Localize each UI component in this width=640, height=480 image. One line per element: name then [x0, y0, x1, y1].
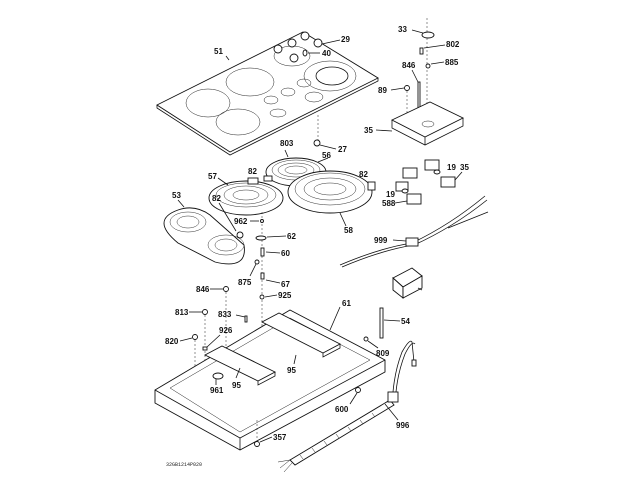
callout-82-c: 82: [359, 170, 368, 179]
callout-82-b: 82: [212, 194, 221, 203]
screw[interactable]: [425, 63, 431, 69]
callout-885: 846: [402, 61, 416, 70]
knob-insert[interactable]: [401, 188, 409, 194]
callout-19-right: 35: [460, 163, 469, 172]
shaft[interactable]: [419, 47, 424, 55]
callout-588: 999: [374, 236, 388, 245]
washer[interactable]: [421, 31, 435, 39]
callout-27: 27: [338, 145, 347, 154]
callout-58: 58: [344, 226, 353, 235]
callout-962: 962: [234, 217, 248, 226]
callout-846-right: 89: [378, 86, 387, 95]
screw[interactable]: [417, 81, 421, 111]
nut[interactable]: [260, 219, 264, 223]
callout-95-left: 95: [232, 381, 241, 390]
screw[interactable]: [254, 259, 260, 265]
callout-95-right: 95: [287, 366, 296, 375]
callout-67: 67: [281, 280, 290, 289]
screw[interactable]: [202, 309, 208, 315]
callout-56: 56: [322, 151, 331, 160]
callout-846-left: 846: [196, 285, 210, 294]
screw[interactable]: [223, 286, 229, 292]
callout-53: 53: [172, 191, 181, 200]
callout-29: 29: [341, 35, 350, 44]
screw[interactable]: [355, 387, 361, 393]
grommet[interactable]: [212, 372, 224, 380]
large-surface-element[interactable]: [287, 170, 376, 214]
callout-813: 813: [175, 308, 189, 317]
screw[interactable]: [363, 336, 369, 342]
callout-820: 820: [165, 337, 179, 346]
callout-833: 833: [218, 310, 232, 319]
callout-62: 62: [287, 232, 296, 241]
callout-809: 809: [376, 349, 390, 358]
bracket[interactable]: [379, 307, 384, 339]
nut[interactable]: [259, 294, 265, 300]
clip[interactable]: [255, 235, 267, 241]
callout-33: 802: [446, 40, 460, 49]
callout-875: 875: [238, 278, 252, 287]
callout-89: 35: [364, 126, 373, 135]
infinite-switch[interactable]: [395, 159, 456, 205]
nut[interactable]: [202, 346, 208, 351]
reference-code: 32GB1214P020: [166, 462, 202, 468]
support-rail[interactable]: [204, 345, 276, 386]
callout-996: 357: [273, 433, 287, 442]
knob-insert[interactable]: [433, 169, 441, 175]
screw[interactable]: [244, 315, 248, 323]
callout-82-a: 82: [248, 167, 257, 176]
callout-35-left: 19: [386, 190, 395, 199]
callout-19-left: 588: [382, 199, 396, 208]
glass-cooktop[interactable]: [156, 31, 379, 156]
callout-40: 40: [322, 49, 331, 58]
callout-357: 33: [398, 25, 407, 34]
callout-803-top: 803: [280, 139, 294, 148]
callout-60: 60: [281, 249, 290, 258]
callout-51: 51: [214, 47, 223, 56]
dual-oval-element[interactable]: [163, 207, 245, 265]
terminal-block[interactable]: [392, 267, 423, 299]
conduit[interactable]: [277, 340, 417, 473]
callout-57: 57: [208, 172, 217, 181]
bumper[interactable]: [313, 139, 321, 147]
callout-35-right: 19: [447, 163, 456, 172]
callout-961: 961: [210, 386, 224, 395]
callout-61: 61: [342, 299, 351, 308]
stud[interactable]: [260, 272, 265, 280]
callout-802: 885: [445, 58, 459, 67]
screw[interactable]: [404, 85, 410, 91]
screw[interactable]: [192, 334, 198, 340]
support-rail[interactable]: [261, 312, 341, 358]
callout-600: 996: [396, 421, 410, 430]
callout-925: 925: [278, 291, 292, 300]
control-bracket[interactable]: [390, 101, 465, 146]
spacer[interactable]: [260, 247, 265, 257]
wire-harness[interactable]: [339, 195, 489, 268]
medium-surface-element[interactable]: [208, 177, 284, 216]
callout-54: 54: [401, 317, 410, 326]
callout-803-bottom: 600: [335, 405, 349, 414]
screw[interactable]: [254, 441, 260, 447]
callout-926: 926: [219, 326, 233, 335]
